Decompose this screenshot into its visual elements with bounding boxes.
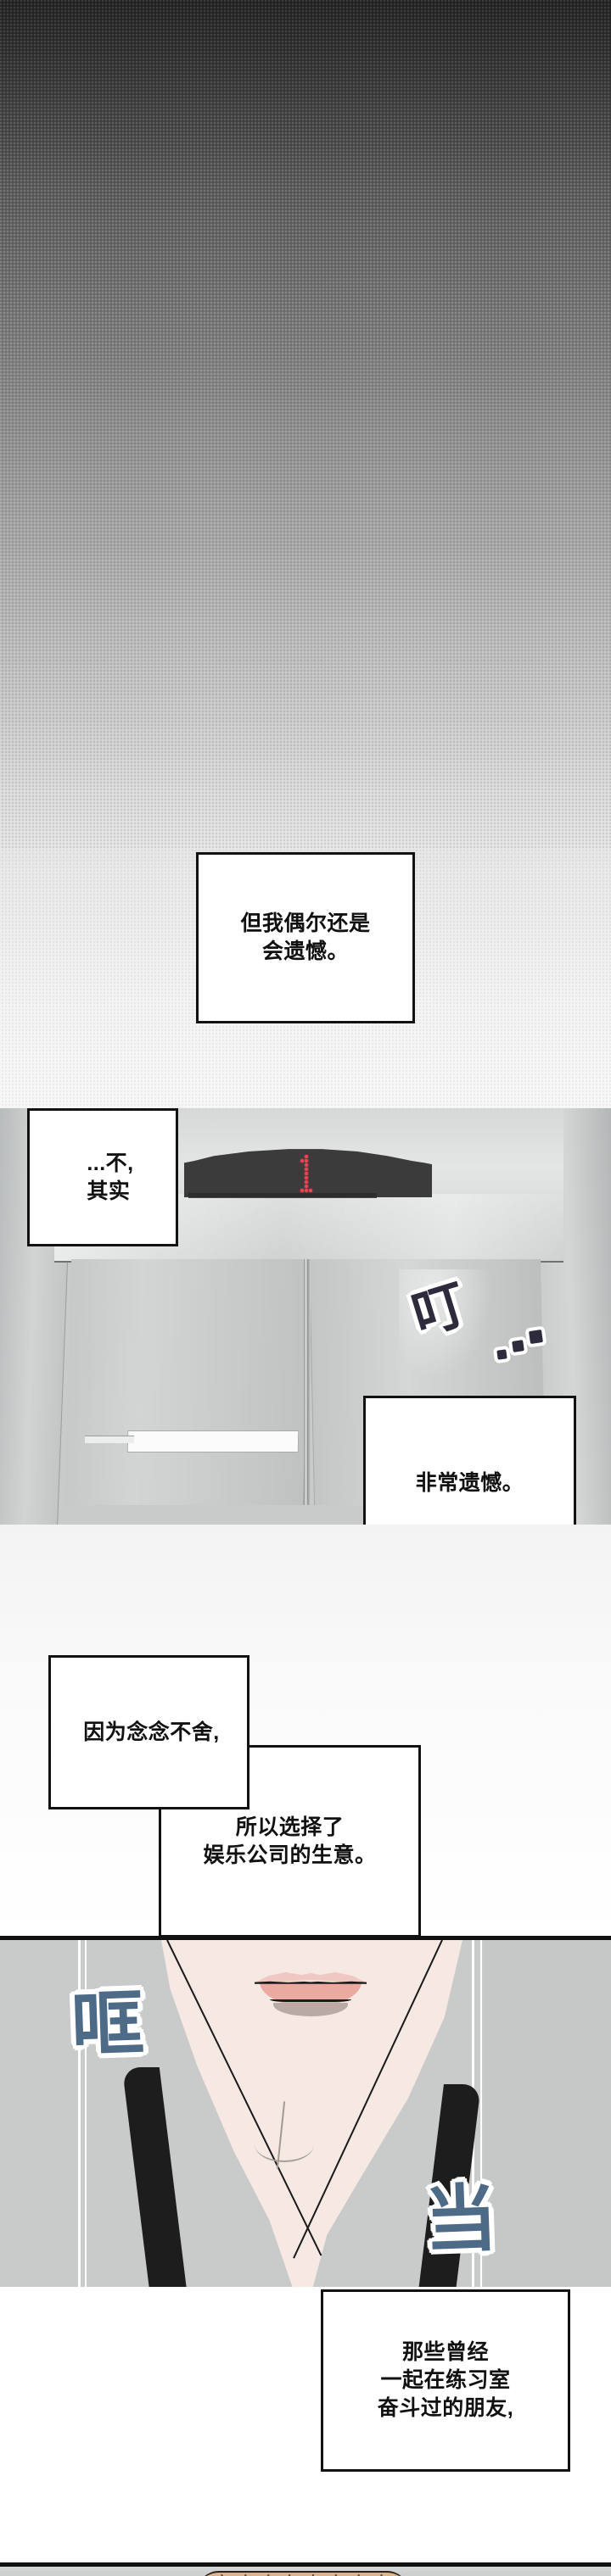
character-lips [255,1971,367,2016]
background-right-wall [484,1940,611,2291]
led-dot [305,1159,308,1163]
led-dot [305,1163,308,1167]
elevator-door-seam [304,1259,311,1505]
elevator-door-left [64,1259,311,1505]
elevator-metal-highlight [399,1269,492,1380]
elevator-door-slot-secondary [85,1436,134,1443]
gradient-top-shade [0,0,611,848]
led-dot [300,1159,304,1163]
caption-box-6-text: 那些曾经 一起在练习室 奋斗过的朋友, [377,2340,514,2420]
chin-shadow [273,2003,348,2016]
caption-box-1-text: 但我偶尔还是 会遗憾。 [240,912,371,963]
door-edge-line-1 [78,1940,81,2291]
upper-lip [255,1971,367,1983]
elevator-floor-display [296,1155,317,1194]
panel-character-closeup [0,1936,611,2295]
chime-trail-square-large [529,1330,543,1344]
character-hair-top [197,2571,409,2576]
caption-box-2: ...不, 其实 [27,1108,178,1246]
elevator-door-slot [126,1430,300,1452]
led-dot [305,1189,308,1192]
led-dot [300,1189,304,1192]
mouth-line [255,1981,367,1984]
caption-box-3-text: 非常遗憾。 [415,1470,524,1495]
caption-box-2-text: ...不, 其实 [87,1151,134,1203]
lower-lip-crease [270,1999,351,2002]
clavicle-line [255,2127,314,2162]
background-left-wall [0,1940,140,2291]
door-edge-line-4 [480,1940,482,2291]
halftone-texture-overlay [0,0,611,848]
chime-trail-square-small [496,1349,507,1360]
panel-next-scene-peek [0,2562,611,2576]
led-dot [305,1168,308,1171]
elevator-indicator-shadow [188,1193,377,1198]
caption-box-1: 但我偶尔还是 会遗憾。 [196,852,415,1023]
led-dot [305,1185,308,1188]
led-dot [305,1176,308,1179]
door-edge-line-2 [85,1940,87,2291]
led-dot [305,1180,308,1184]
caption-box-4-text: 因为念念不舍, [83,1720,220,1744]
caption-box-5-text: 所以选择了 娱乐公司的生意。 [203,1815,377,1867]
led-dot [309,1189,312,1192]
elevator-floor-indicator-housing [184,1149,432,1197]
led-dot [305,1155,308,1158]
led-dot [305,1172,308,1175]
chime-trail-square-medium [512,1340,524,1352]
caption-box-6: 那些曾经 一起在练习室 奋斗过的朋友, [321,2289,570,2472]
caption-box-4: 因为念念不舍, [48,1655,249,1809]
panel-gradient-backdrop [0,0,611,848]
